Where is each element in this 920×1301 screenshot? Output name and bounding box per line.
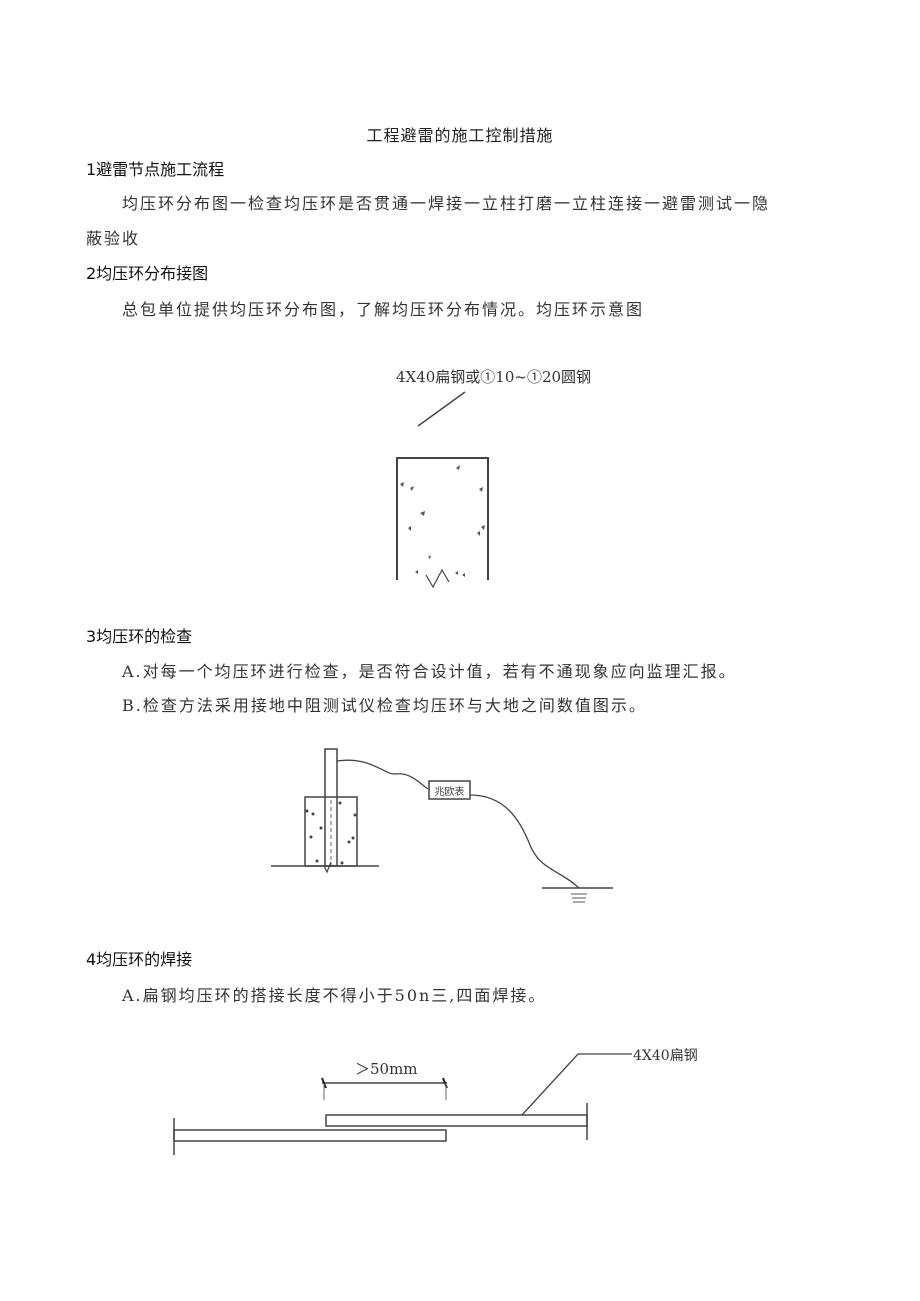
document-title: 工程避雷的施工控制措施 (366, 126, 554, 145)
section-4-heading: 4均压环的焊接 (86, 950, 193, 969)
section-4-paragraph-1: A.扁钢均压环的搭接长度不得小于50n三,四面焊接。 (122, 986, 547, 1005)
section-1-paragraph-1: 均压环分布图一检查均压环是否贯通一焊接一立柱打磨一立柱连接一避雷测试一隐 (122, 194, 771, 213)
section-3-paragraph-2: B.检查方法采用接地中阻测试仪检查均压环与大地之间数值图示。 (122, 696, 647, 715)
section-3-heading: 3均压环的检查 (86, 627, 193, 646)
flat-steel-callout-label: 4X40扁钢 (633, 1048, 698, 1064)
section-2-heading: 2均压环分布接图 (86, 264, 209, 283)
section-3-paragraph-1: A.对每一个均压环进行检查，是否符合设计值，若有不通现象应向监理汇报。 (122, 662, 737, 681)
megohmmeter-label: 兆欧表 (434, 787, 465, 798)
section-2-paragraph-1: 总包单位提供均压环分布图，了解均压环分布情况。均压环示意图 (122, 300, 645, 319)
section-1-paragraph-2: 蔽验收 (86, 229, 141, 248)
figure-1-label: 4X40扁钢或①10~①20圆钢 (396, 368, 592, 386)
dimension-label: ＞50mm (355, 1060, 418, 1078)
section-1-heading: 1避雷节点施工流程 (86, 160, 225, 179)
